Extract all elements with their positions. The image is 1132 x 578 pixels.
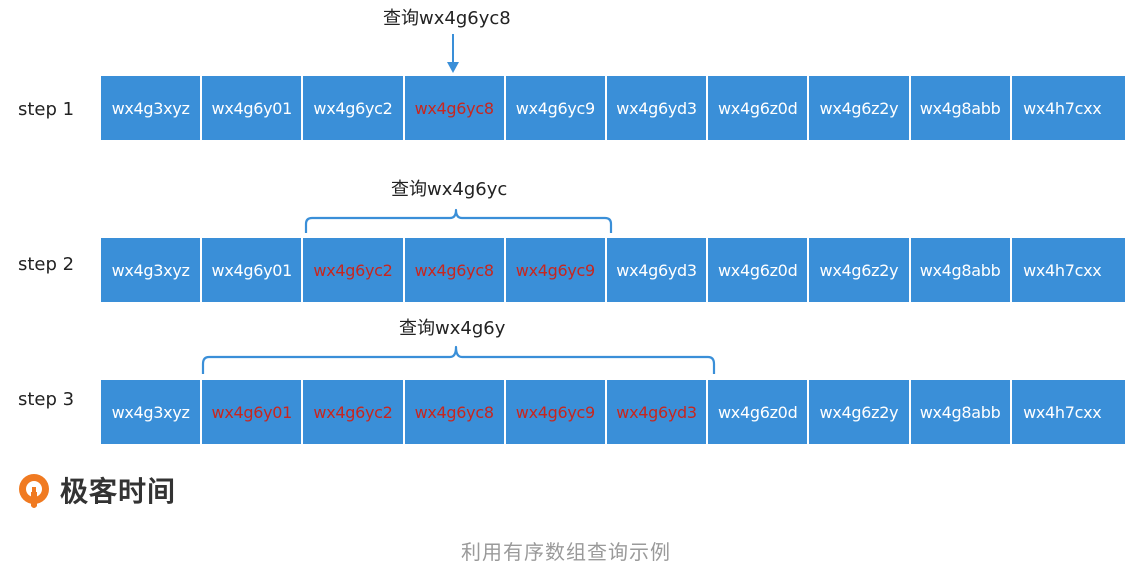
step-3-cell-8: wx4g6z2y [809,380,911,444]
geektime-logo-icon [19,474,49,508]
step-2-cell-9: wx4g8abb [911,238,1012,302]
step-2-label: step 2 [18,254,75,275]
down-arrow-icon [447,34,459,73]
step-1-cell-4: wx4g6yc8 [405,76,506,140]
step-2-range-bracket [304,208,613,233]
step-3-cell-3: wx4g6yc2 [303,380,405,444]
step-3-array: wx4g3xyz wx4g6y01 wx4g6yc2 wx4g6yc8 wx4g… [101,380,1125,444]
step-3-range-bracket [201,345,716,374]
step-2-cell-6: wx4g6yd3 [607,238,709,302]
step-3-cell-1: wx4g3xyz [101,380,203,444]
step-1-cell-9: wx4g8abb [911,76,1012,140]
step-2-cell-2: wx4g6y01 [202,238,304,302]
step-3-cell-6: wx4g6yd3 [607,380,709,444]
step-1-query-label: 查询wx4g6yc8 [383,8,511,29]
step-1-cell-5: wx4g6yc9 [506,76,607,140]
step-3-cell-10: wx4h7cxx [1023,402,1102,422]
step-3-label: step 3 [18,389,75,410]
step-1-cell-6: wx4g6yd3 [607,76,709,140]
step-2-cell-8: wx4g6z2y [809,238,911,302]
step-1-array: wx4g3xyz wx4g6y01 wx4g6yc2 wx4g6yc8 wx4g… [101,76,1125,140]
step-2-cell-3: wx4g6yc2 [303,238,405,302]
step-1-cell-2: wx4g6y01 [202,76,304,140]
step-3-cell-5: wx4g6yc9 [506,380,607,444]
step-3-cell-7: wx4g6z0d [708,380,810,444]
step-3-cell-9: wx4g8abb [911,380,1012,444]
step-2-cell-5: wx4g6yc9 [506,238,607,302]
step-1-cell-10: wx4h7cxx [1023,98,1102,118]
step-3-cell-4: wx4g6yc8 [405,380,506,444]
step-2-cell-10: wx4h7cxx [1023,260,1102,280]
step-2-cell-4: wx4g6yc8 [405,238,506,302]
step-1-cell-8: wx4g6z2y [809,76,911,140]
figure-caption: 利用有序数组查询示例 [461,540,671,564]
step-2-query-label: 查询wx4g6yc [391,179,508,200]
step-3-cell-2: wx4g6y01 [202,380,304,444]
step-2-array: wx4g3xyz wx4g6y01 wx4g6yc2 wx4g6yc8 wx4g… [101,238,1125,302]
step-1-cell-7: wx4g6z0d [708,76,810,140]
step-3-query-label: 查询wx4g6y [399,318,506,339]
step-1-cell-3: wx4g6yc2 [303,76,405,140]
step-1-label: step 1 [18,99,75,120]
step-2-cell-7: wx4g6z0d [708,238,810,302]
logo-text: 极客时间 [60,475,177,508]
step-2-cell-1: wx4g3xyz [101,238,203,302]
geektime-logo: 极客时间 [16,472,176,512]
step-1-cell-1: wx4g3xyz [101,76,203,140]
